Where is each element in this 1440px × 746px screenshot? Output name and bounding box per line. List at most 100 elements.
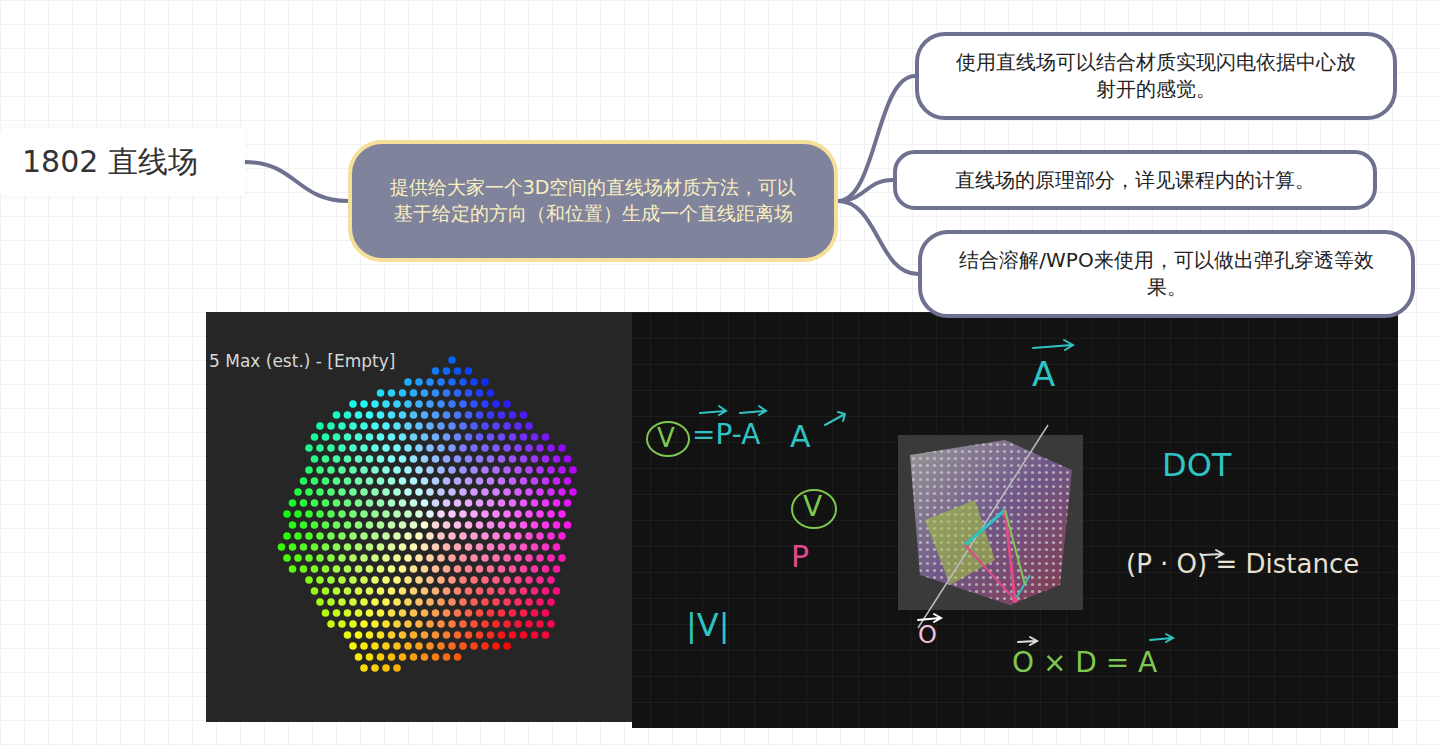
color-dot (432, 565, 440, 573)
color-dot (377, 543, 385, 551)
color-dot (393, 664, 401, 672)
color-dot (509, 499, 517, 507)
color-dot (349, 444, 357, 452)
color-dot (393, 422, 401, 430)
color-dot (525, 576, 533, 584)
color-dot (509, 433, 517, 441)
color-dot (536, 554, 544, 562)
color-dot (360, 642, 368, 650)
color-dot (366, 433, 374, 441)
color-dot (371, 422, 379, 430)
color-dot (426, 378, 434, 386)
color-dot (316, 488, 324, 496)
formula-text: |V| (686, 608, 729, 643)
color-dot (415, 598, 423, 606)
color-dot (399, 455, 407, 463)
color-dot (355, 411, 363, 419)
color-dot (327, 488, 335, 496)
color-dot (311, 499, 319, 507)
color-dot (459, 532, 467, 540)
color-dot (338, 532, 346, 540)
color-dot (437, 510, 445, 518)
color-dot (344, 499, 352, 507)
node-text: 1802 直线场 (22, 142, 229, 183)
color-dot (338, 466, 346, 474)
color-dot (388, 565, 396, 573)
color-dot (415, 444, 423, 452)
color-dot (371, 400, 379, 408)
color-dot (404, 576, 412, 584)
color-dot (514, 554, 522, 562)
color-dot (443, 367, 451, 375)
color-dot (382, 488, 390, 496)
color-dot (531, 609, 539, 617)
color-dot (525, 466, 533, 474)
color-dot (432, 477, 440, 485)
color-dot (437, 620, 445, 628)
color-dot (355, 653, 363, 661)
color-dot (459, 598, 467, 606)
color-dot (421, 653, 429, 661)
color-dot (311, 433, 319, 441)
color-dot (366, 587, 374, 595)
color-dot (454, 587, 462, 595)
color-dot (492, 466, 500, 474)
color-dot (382, 664, 390, 672)
color-dot (481, 466, 489, 474)
color-dot (404, 488, 412, 496)
color-dot (531, 455, 539, 463)
color-dot (344, 609, 352, 617)
color-dot (410, 433, 418, 441)
color-dot (333, 411, 341, 419)
color-dot (492, 444, 500, 452)
color-dot (366, 477, 374, 485)
branch-connector (245, 162, 348, 201)
color-dot (382, 532, 390, 540)
color-dot (410, 389, 418, 397)
color-dot (388, 477, 396, 485)
color-dot (415, 488, 423, 496)
color-dot (327, 620, 335, 628)
color-dot (542, 455, 550, 463)
color-dot (470, 598, 478, 606)
color-dot (536, 466, 544, 474)
color-dot (404, 598, 412, 606)
color-dot (300, 543, 308, 551)
color-dot (553, 543, 561, 551)
color-dot (481, 554, 489, 562)
color-dot (322, 543, 330, 551)
color-dot (322, 521, 330, 529)
color-dot (492, 532, 500, 540)
color-dot (503, 444, 511, 452)
color-dot (520, 433, 528, 441)
color-dot (520, 609, 528, 617)
color-dot (520, 565, 528, 573)
color-dot (514, 620, 522, 628)
color-dot (388, 433, 396, 441)
color-dot (514, 598, 522, 606)
color-dot (388, 543, 396, 551)
color-dot (300, 499, 308, 507)
color-dot (481, 598, 489, 606)
color-dot (542, 565, 550, 573)
render-panel (206, 312, 634, 722)
color-dot (503, 642, 511, 650)
color-dot (454, 653, 462, 661)
color-dot (487, 587, 495, 595)
color-dot (459, 422, 467, 430)
color-dot (476, 411, 484, 419)
color-dot (393, 576, 401, 584)
color-dot (503, 554, 511, 562)
color-dot (426, 532, 434, 540)
color-dot (371, 576, 379, 584)
color-dot (542, 521, 550, 529)
color-dot (465, 411, 473, 419)
color-dot (520, 521, 528, 529)
color-dot (553, 477, 561, 485)
color-dot (432, 543, 440, 551)
color-dot (470, 422, 478, 430)
color-dot (410, 411, 418, 419)
color-dot (289, 543, 297, 551)
color-dot (542, 587, 550, 595)
color-dot (481, 510, 489, 518)
